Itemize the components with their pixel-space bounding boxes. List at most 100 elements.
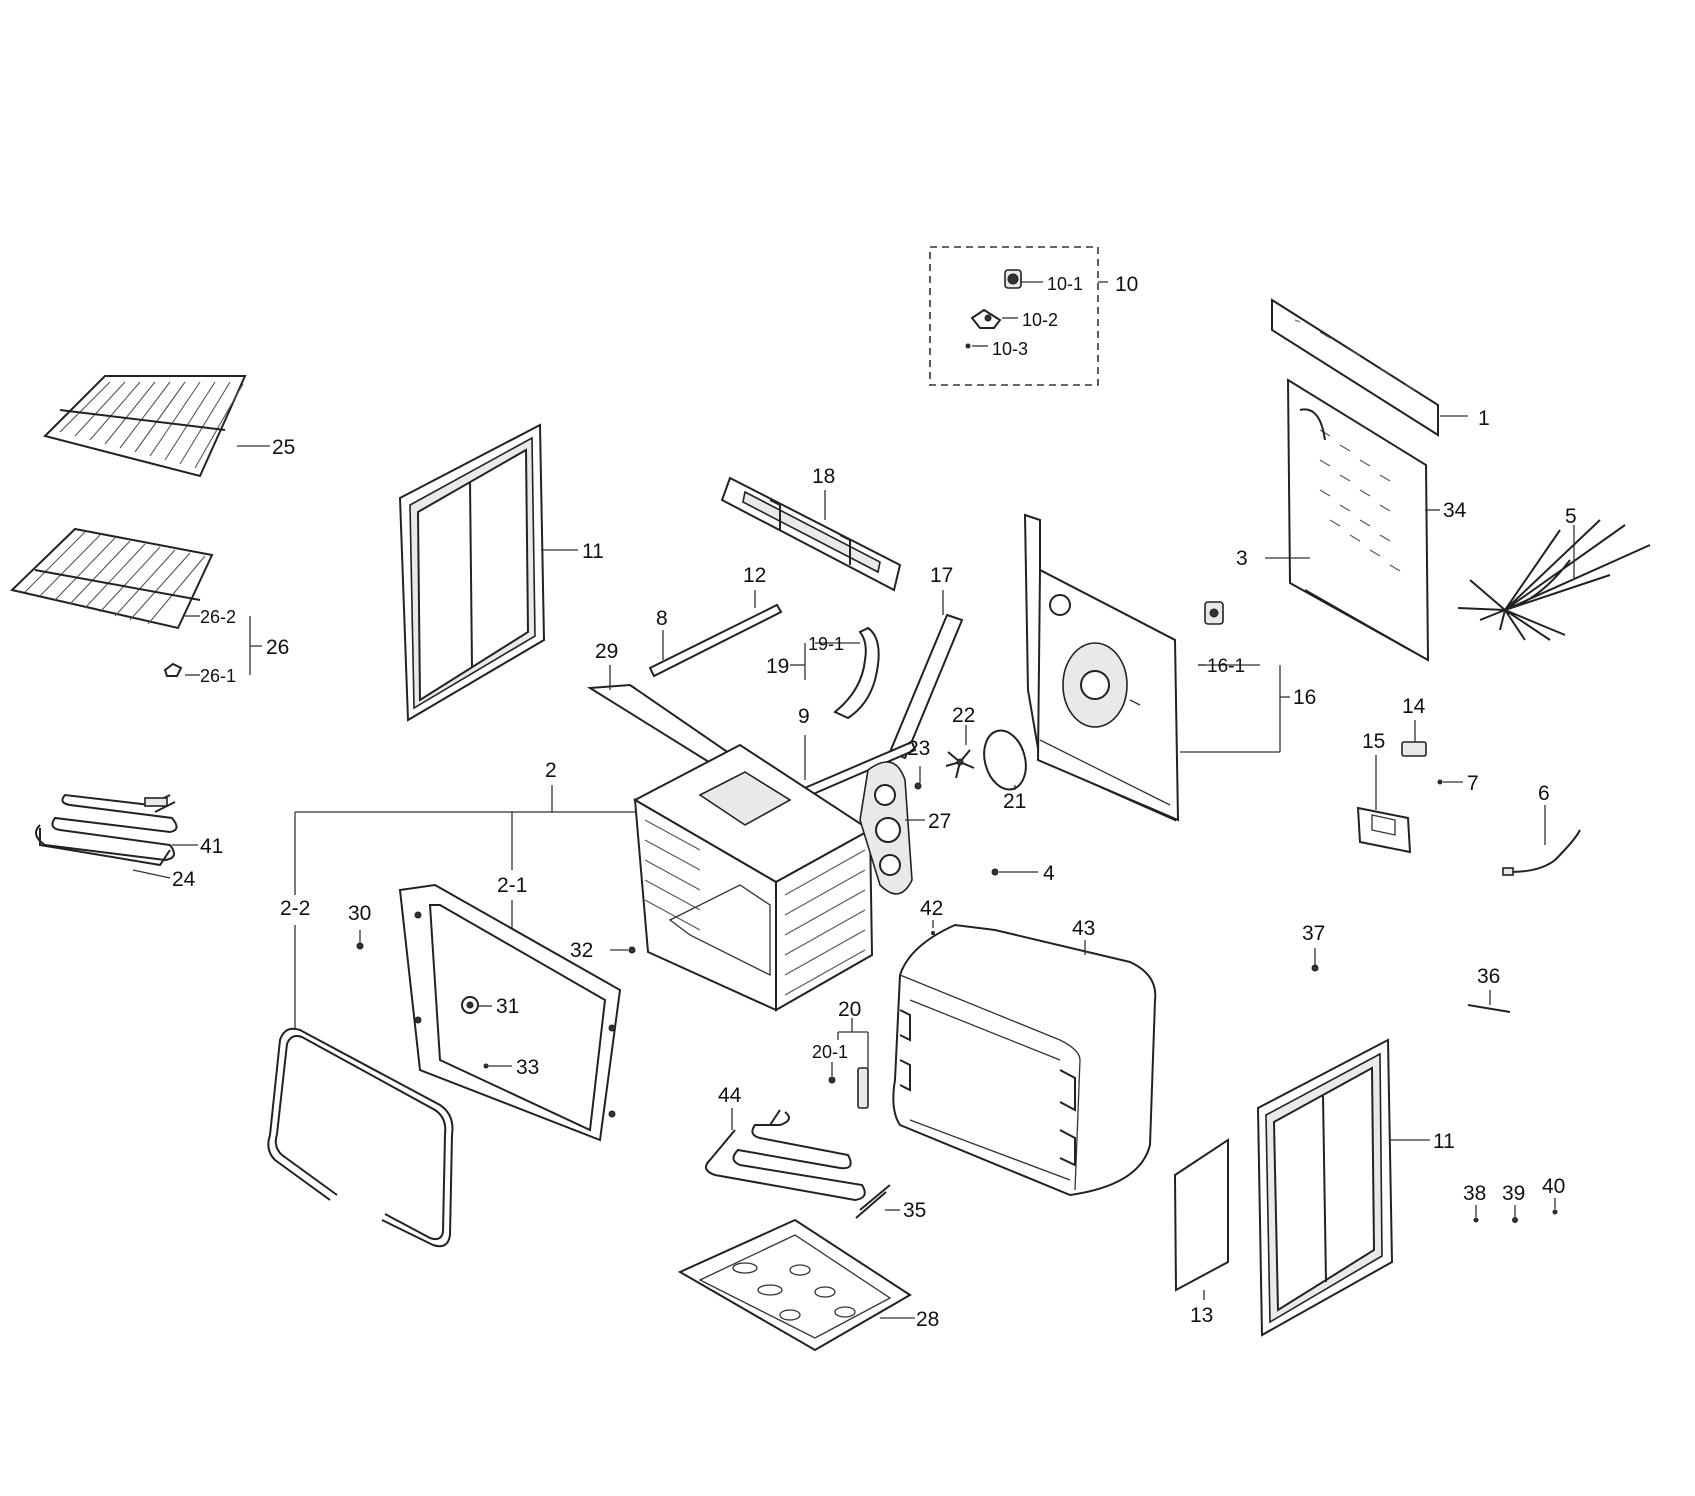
part-36-rod <box>1467 1004 1511 1013</box>
label-26: 26 <box>266 636 289 659</box>
label-6: 6 <box>1538 782 1550 805</box>
label-22: 22 <box>952 704 975 727</box>
part-2-oven-cavity <box>632 743 874 1012</box>
label-16: 16 <box>1293 686 1316 709</box>
part-34-back-panel <box>1286 378 1430 662</box>
label-21: 21 <box>1003 790 1026 813</box>
label-36: 36 <box>1477 965 1500 988</box>
label-37: 37 <box>1302 922 1325 945</box>
label-15: 15 <box>1362 730 1385 753</box>
label-17: 17 <box>930 564 953 587</box>
part-6-cord <box>1502 829 1581 876</box>
label-27: 27 <box>928 810 951 833</box>
part-16-switch <box>1204 601 1224 625</box>
part-21-gasket-ring <box>983 729 1027 791</box>
label-34: 34 <box>1443 499 1467 522</box>
part-41-broil-element <box>35 793 178 867</box>
label-20: 20 <box>838 998 861 1021</box>
part-11-side-panel-right <box>1256 1038 1394 1337</box>
part-16-rear-panel <box>1023 513 1180 822</box>
part-25-oven-rack <box>43 375 247 478</box>
label-35: 35 <box>903 1199 926 1222</box>
label-19: 19 <box>766 655 789 678</box>
label-38: 38 <box>1463 1182 1486 1205</box>
label-23: 23 <box>907 737 930 760</box>
part-2-1-door-frame <box>398 883 622 1142</box>
part-33-screw <box>483 1063 489 1069</box>
part-19-duct <box>833 626 880 720</box>
part-15-control-board <box>1356 806 1412 854</box>
label-19-1: 19-1 <box>808 634 844 654</box>
label-40: 40 <box>1542 1175 1565 1198</box>
part-14-switch <box>1401 741 1427 757</box>
part-17-bracket <box>888 613 964 760</box>
label-10-3: 10-3 <box>992 339 1028 359</box>
label-2-1: 2-1 <box>497 874 527 897</box>
part-10-2-sensor <box>970 308 1002 329</box>
label-32: 32 <box>570 939 593 962</box>
label-12: 12 <box>743 564 766 587</box>
part-35-element-end <box>855 1184 891 1219</box>
label-24: 24 <box>172 868 196 891</box>
part-43-insulation <box>892 923 1157 1197</box>
part-31-knob <box>461 996 479 1014</box>
part-38-screw <box>1473 1217 1479 1223</box>
label-20-1: 20-1 <box>812 1042 848 1062</box>
label-14: 14 <box>1402 695 1426 718</box>
part-5-wire-harness <box>1457 519 1651 641</box>
part-4-screw <box>991 868 999 876</box>
label-2-2: 2-2 <box>280 897 310 920</box>
label-9: 9 <box>798 705 810 728</box>
label-39: 39 <box>1502 1182 1525 1205</box>
label-44: 44 <box>718 1084 742 1107</box>
label-5: 5 <box>1565 505 1577 528</box>
label-11-left: 11 <box>582 540 604 563</box>
part-group-10 <box>929 246 1108 386</box>
part-1-top-panel <box>1271 298 1439 437</box>
part-20-1-screw <box>828 1076 836 1084</box>
part-44-bake-element <box>705 1109 866 1202</box>
label-13: 13 <box>1190 1304 1213 1327</box>
label-42: 42 <box>920 897 943 920</box>
label-26-2: 26-2 <box>200 607 236 627</box>
part-22-fan-blade <box>945 749 975 779</box>
label-16-1: 16-1 <box>1207 656 1245 677</box>
label-10-2: 10-2 <box>1022 310 1058 330</box>
part-10-3-screw <box>965 343 971 349</box>
part-23-nut <box>914 782 922 790</box>
part-2-2-door-gasket <box>267 1027 454 1248</box>
part-7-screw <box>1437 779 1443 785</box>
part-10-1-switch <box>1004 269 1022 289</box>
label-10: 10 <box>1115 273 1138 296</box>
label-7: 7 <box>1467 772 1479 795</box>
label-8: 8 <box>656 607 668 630</box>
part-28-bottom-plate <box>677 1218 912 1352</box>
label-30: 30 <box>348 902 371 925</box>
label-11-right: 11 <box>1433 1130 1455 1153</box>
part-42-screw <box>931 931 935 935</box>
label-29: 29 <box>595 640 618 663</box>
label-1: 1 <box>1478 407 1490 430</box>
label-18: 18 <box>812 465 835 488</box>
part-26-1-rack-clip <box>163 662 183 677</box>
label-4: 4 <box>1043 862 1055 885</box>
label-10-1: 10-1 <box>1047 274 1083 294</box>
label-3: 3 <box>1236 547 1248 570</box>
part-27-fan-cover <box>859 761 913 895</box>
part-30-screw <box>356 942 364 950</box>
part-12-bracket <box>648 603 783 678</box>
part-32-screw <box>628 946 636 954</box>
label-2: 2 <box>545 759 557 782</box>
label-25: 25 <box>272 436 295 459</box>
part-18-top-bracket <box>720 476 902 592</box>
part-20-thermostat <box>857 1067 869 1109</box>
part-37-screw <box>1311 964 1319 972</box>
label-43: 43 <box>1072 917 1095 940</box>
label-33: 33 <box>516 1056 539 1079</box>
part-26-oven-rack <box>9 527 214 630</box>
label-26-1: 26-1 <box>200 666 236 686</box>
part-39-screw <box>1512 1217 1518 1223</box>
label-41: 41 <box>200 835 223 858</box>
